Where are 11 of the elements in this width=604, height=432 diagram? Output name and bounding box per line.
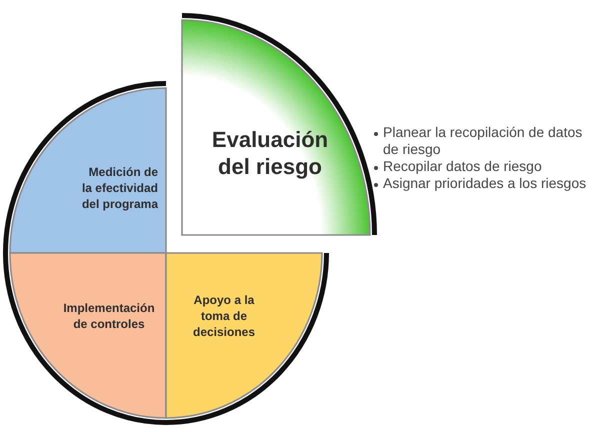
quarter-circle-segment bbox=[3, 81, 166, 253]
bullet-item: Asignar prioridades a los riesgos bbox=[373, 175, 591, 192]
segment-label: Medición de la efectividad del programa bbox=[80, 164, 158, 212]
quarter-circle-segment bbox=[3, 253, 166, 425]
quarter-circle-segment bbox=[166, 253, 329, 425]
bullet-item: Recopilar datos de riesgo bbox=[373, 158, 591, 175]
segment-label: Apoyo a la toma de decisiones bbox=[192, 292, 256, 340]
quarter-circle-segment bbox=[182, 13, 377, 235]
segment-label: Evaluación del riesgo bbox=[210, 126, 330, 180]
bullet-item: Planear la recopilación de datos de riesgo bbox=[373, 124, 591, 158]
segment-label: Implementación de controles bbox=[62, 300, 156, 332]
